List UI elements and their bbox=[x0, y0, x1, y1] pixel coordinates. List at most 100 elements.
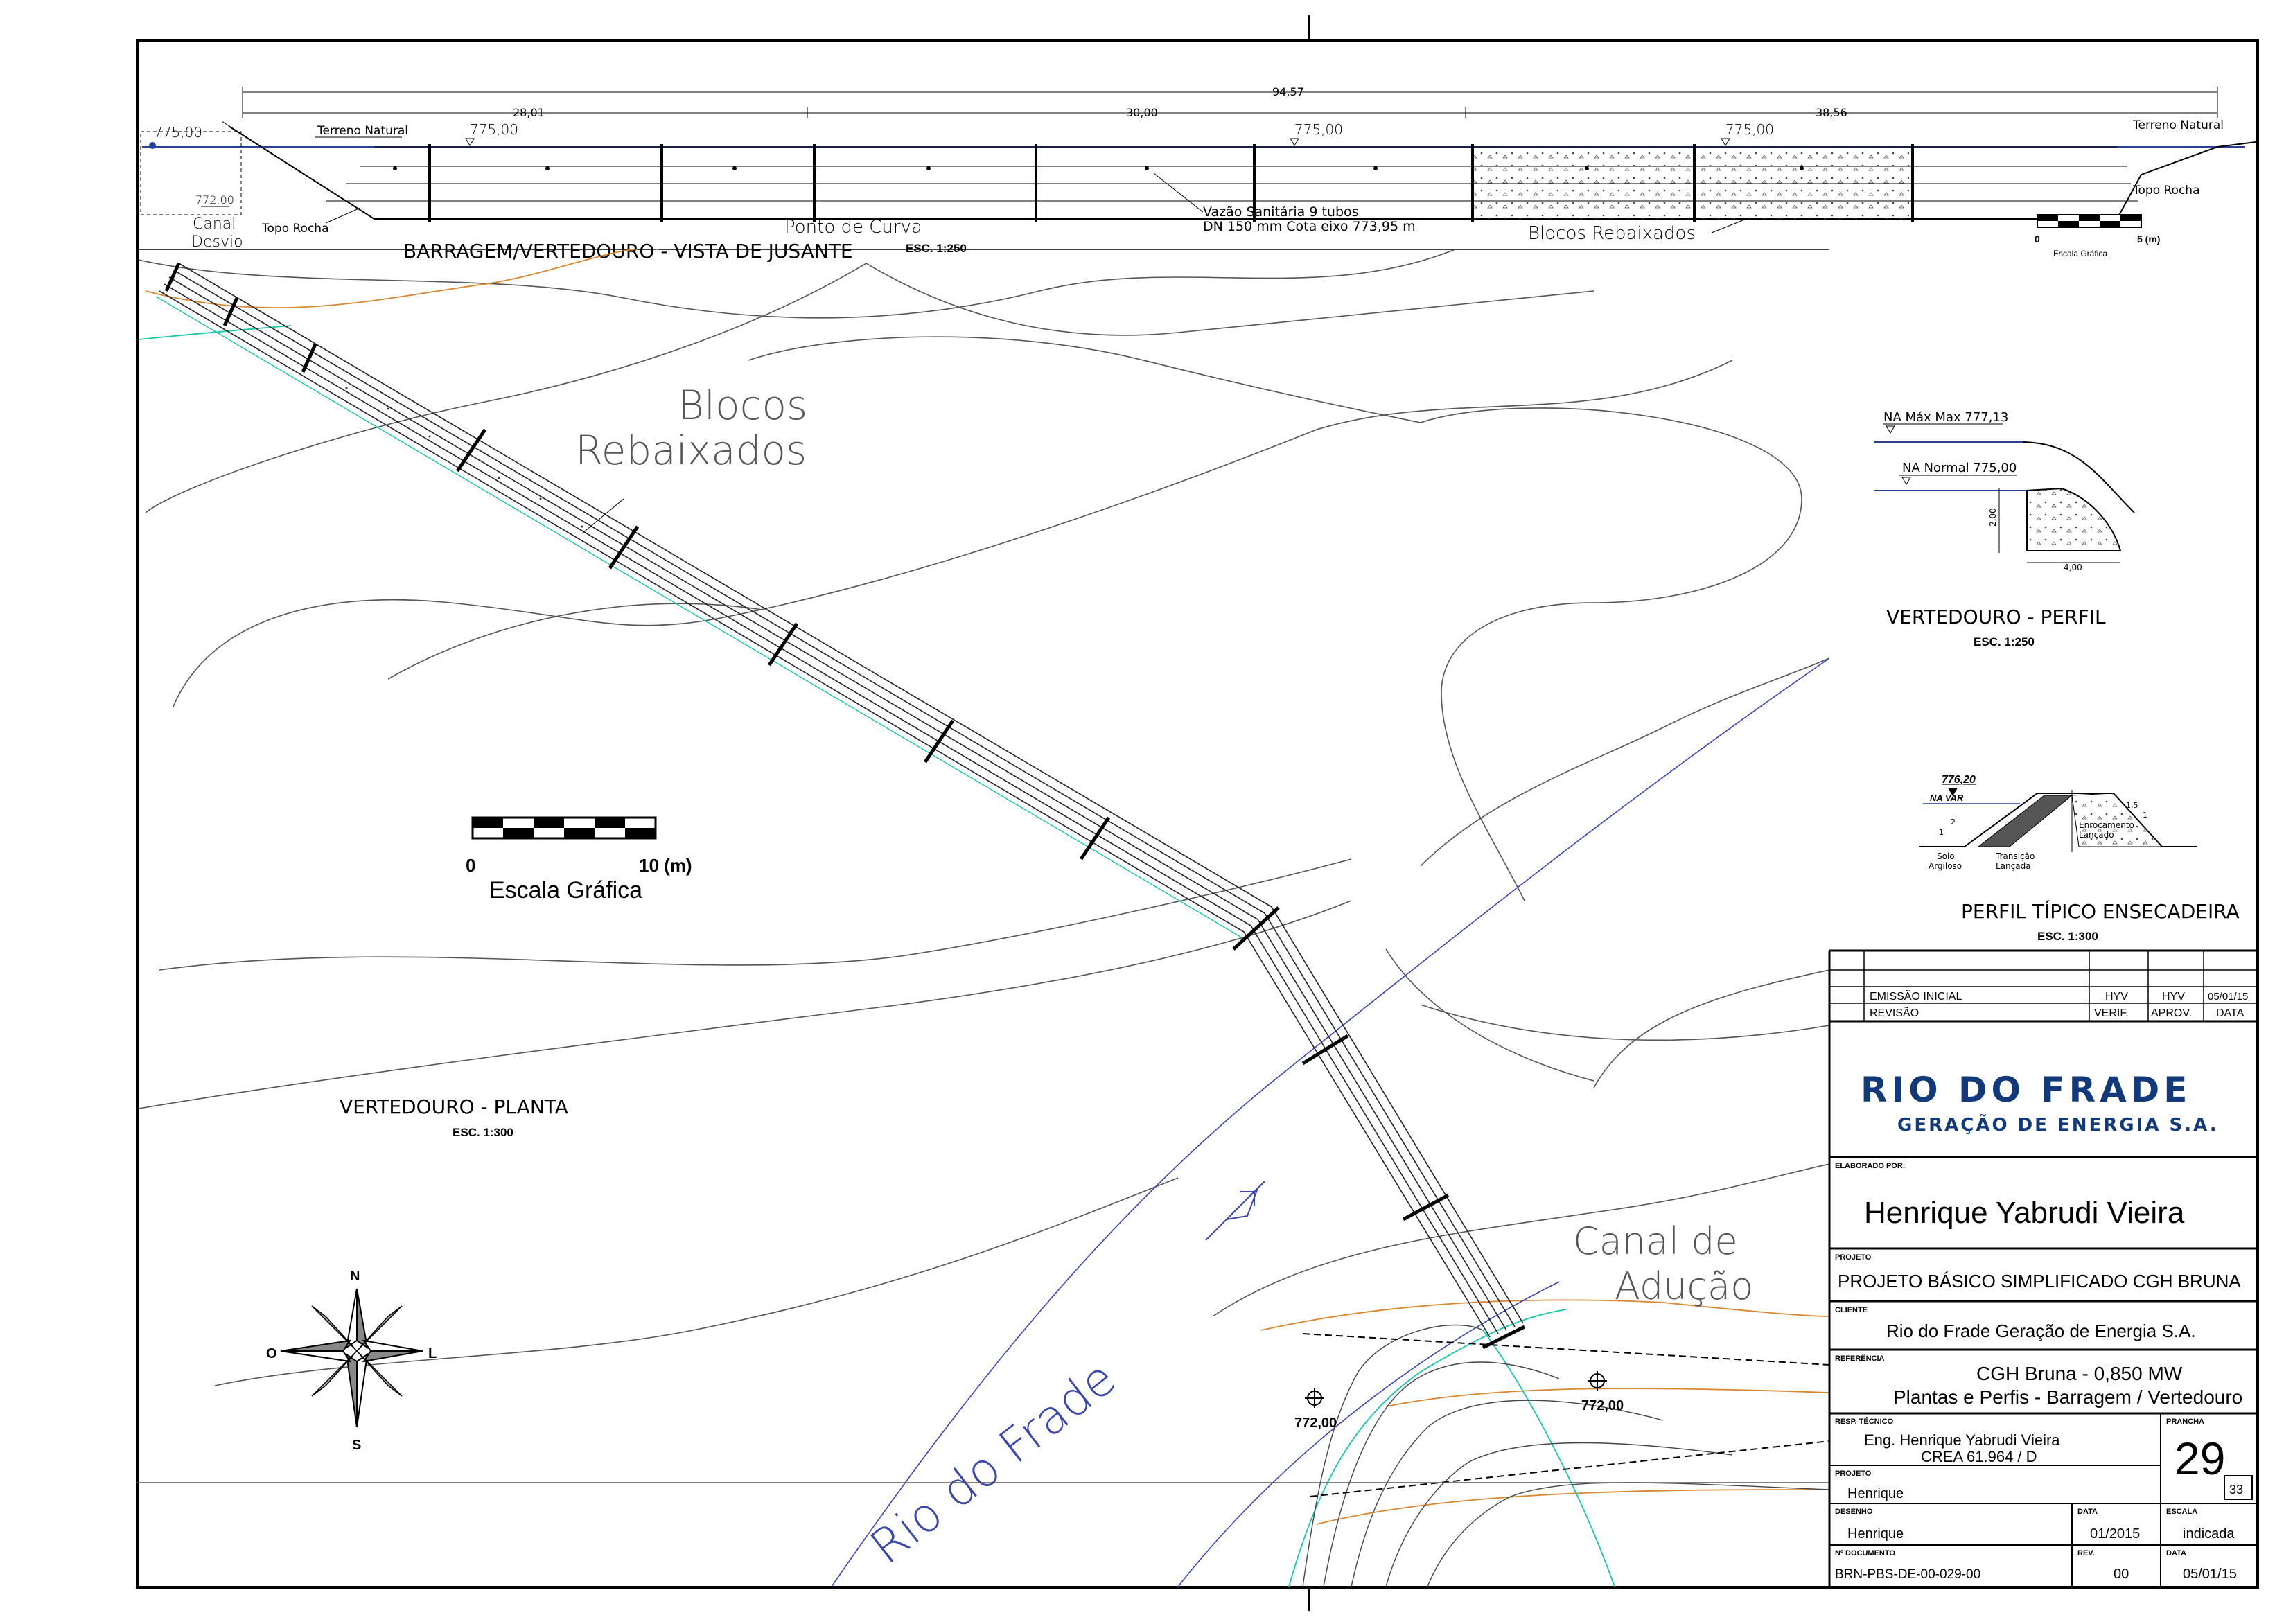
terreno-right: Terreno Natural bbox=[2132, 118, 2224, 132]
svg-text:29: 29 bbox=[2175, 1433, 2225, 1484]
plan-scale: ESC. 1:300 bbox=[453, 1126, 513, 1139]
spot-level-2: 772,00 bbox=[1581, 1371, 1624, 1413]
graphic-scale-plan: 0 10 (m) Escala Gráfica bbox=[466, 816, 692, 903]
dim-seg1: 28,01 bbox=[513, 106, 545, 119]
dim-seg2: 30,00 bbox=[1126, 106, 1158, 119]
brand-logo: RIO DO FRADE GERAÇÃO DE ENERGIA S.A. bbox=[1861, 1070, 2219, 1136]
elevation-title: BARRAGEM/VERTEDOURO - VISTA DE JUSANTE bbox=[403, 240, 853, 263]
svg-text:0: 0 bbox=[466, 855, 475, 876]
svg-text:DATA: DATA bbox=[2077, 1508, 2098, 1516]
svg-text:PRANCHA: PRANCHA bbox=[2166, 1418, 2204, 1426]
revision-table: EMISSÃO INICIAL HYV HYV 05/01/15 REVISÃO… bbox=[1828, 949, 2258, 1587]
svg-text:772,00: 772,00 bbox=[1294, 1415, 1337, 1431]
svg-text:VERTEDOURO - PERFIL: VERTEDOURO - PERFIL bbox=[1886, 606, 2106, 628]
svg-text:772,00: 772,00 bbox=[1581, 1398, 1624, 1413]
level-left: 775,00 bbox=[154, 124, 202, 141]
svg-text:05/01/15: 05/01/15 bbox=[2208, 991, 2248, 1003]
svg-text:Rio do Frade Geração de Energi: Rio do Frade Geração de Energia S.A. bbox=[1886, 1321, 2196, 1341]
svg-text:ESCALA: ESCALA bbox=[2166, 1508, 2197, 1516]
svg-text:DATA: DATA bbox=[2216, 1007, 2244, 1019]
svg-text:1: 1 bbox=[1939, 828, 1944, 837]
svg-text:APROV.: APROV. bbox=[2151, 1007, 2192, 1019]
svg-text:Transição: Transição bbox=[1995, 851, 2035, 861]
level-b: 775,00 bbox=[1294, 121, 1343, 138]
canal-plan-1: Canal de bbox=[1573, 1219, 1738, 1263]
svg-text:DATA: DATA bbox=[2166, 1549, 2186, 1557]
svg-text:NA VAR: NA VAR bbox=[1930, 793, 1964, 803]
ponto-curva: Ponto de Curva bbox=[784, 217, 922, 238]
svg-text:33: 33 bbox=[2229, 1483, 2243, 1497]
svg-text:REFERÊNCIA: REFERÊNCIA bbox=[1835, 1354, 1885, 1363]
svg-text:2: 2 bbox=[1951, 818, 1956, 827]
svg-text:01/2015: 01/2015 bbox=[2090, 1526, 2140, 1542]
svg-text:HYV: HYV bbox=[2162, 991, 2185, 1003]
svg-text:Escala Gráfica: Escala Gráfica bbox=[489, 877, 642, 903]
blocos-plan-1: Blocos bbox=[678, 382, 807, 429]
level-small: 772,00 bbox=[195, 193, 234, 206]
river-label: Rio do Frade bbox=[861, 1351, 1126, 1576]
svg-text:NA Máx Max 777,13: NA Máx Max 777,13 bbox=[1883, 410, 2008, 425]
svg-text:Henrique Yabrudi Vieira: Henrique Yabrudi Vieira bbox=[1864, 1196, 2185, 1230]
svg-text:N: N bbox=[350, 1269, 360, 1284]
graphic-scale-small: 0 5 (m) Escala Gráfica bbox=[2035, 214, 2160, 258]
plan-title: VERTEDOURO - PLANTA bbox=[340, 1095, 568, 1118]
svg-text:NA Normal 775,00: NA Normal 775,00 bbox=[1902, 461, 2017, 475]
svg-text:REV.: REV. bbox=[2077, 1549, 2095, 1557]
svg-text:1: 1 bbox=[2143, 811, 2147, 820]
svg-text:Nº DOCUMENTO: Nº DOCUMENTO bbox=[1835, 1549, 1895, 1557]
level-a: 775,00 bbox=[470, 121, 518, 138]
svg-text:0: 0 bbox=[2035, 233, 2040, 245]
svg-text:ESC. 1:250: ESC. 1:250 bbox=[1974, 635, 2035, 648]
svg-text:DESENHO: DESENHO bbox=[1835, 1508, 1873, 1516]
svg-text:Solo: Solo bbox=[1937, 851, 1955, 861]
svg-text:PROJETO: PROJETO bbox=[1835, 1253, 1872, 1262]
svg-text:O: O bbox=[266, 1346, 277, 1361]
svg-text:HYV: HYV bbox=[2105, 991, 2128, 1003]
level-c: 775,00 bbox=[1725, 121, 1774, 138]
svg-text:GERAÇÃO DE ENERGIA S.A.: GERAÇÃO DE ENERGIA S.A. bbox=[1897, 1113, 2219, 1136]
svg-text:Eng. Henrique Yabrudi Vieira: Eng. Henrique Yabrudi Vieira bbox=[1864, 1431, 2060, 1449]
blocos-label: Blocos Rebaixados bbox=[1528, 223, 1696, 244]
blocos-plan-2: Rebaixados bbox=[575, 427, 807, 474]
svg-text:CREA 61.964 / D: CREA 61.964 / D bbox=[1921, 1448, 2037, 1465]
svg-text:S: S bbox=[352, 1438, 361, 1453]
elevation-scale: ESC. 1:250 bbox=[906, 242, 967, 255]
spot-level-1: 772,00 bbox=[1294, 1388, 1337, 1431]
svg-text:10 (m): 10 (m) bbox=[639, 855, 692, 876]
svg-text:2,00: 2,00 bbox=[1988, 508, 1998, 527]
svg-text:Enrocamento: Enrocamento bbox=[2079, 820, 2134, 830]
svg-text:RESP. TÉCNICO: RESP. TÉCNICO bbox=[1835, 1417, 1894, 1426]
topo-left: Topo Rocha bbox=[261, 222, 328, 236]
compass-rose-icon: N S L O bbox=[266, 1269, 437, 1453]
title-block: ELABORADO POR: Henrique Yabrudi Vieira P… bbox=[1829, 1156, 2258, 1587]
vazao-label-2: DN 150 mm Cota eixo 773,95 m bbox=[1203, 219, 1416, 234]
svg-text:EMISSÃO INICIAL: EMISSÃO INICIAL bbox=[1870, 989, 1962, 1003]
svg-text:Lançado: Lançado bbox=[2079, 830, 2114, 840]
vertedouro-profile: NA Máx Max 777,13 NA Normal 775,00 2,00 … bbox=[1874, 410, 2135, 648]
svg-text:L: L bbox=[428, 1346, 437, 1361]
svg-text:1,5: 1,5 bbox=[2126, 801, 2138, 810]
svg-text:PROJETO: PROJETO bbox=[1835, 1469, 1872, 1478]
svg-text:REVISÃO: REVISÃO bbox=[1870, 1005, 1919, 1019]
dim-seg3: 38,56 bbox=[1816, 106, 1847, 119]
svg-text:Escala Gráfica: Escala Gráfica bbox=[2053, 249, 2107, 258]
svg-text:BRN-PBS-DE-00-029-00: BRN-PBS-DE-00-029-00 bbox=[1835, 1567, 1980, 1582]
svg-text:Henrique: Henrique bbox=[1847, 1526, 1904, 1542]
svg-text:05/01/15: 05/01/15 bbox=[2183, 1566, 2237, 1582]
svg-text:Argiloso: Argiloso bbox=[1929, 861, 1962, 871]
svg-text:00: 00 bbox=[2114, 1566, 2129, 1582]
elevation-view: 94,57 28,01 30,00 38,56 bbox=[137, 85, 2256, 263]
svg-text:CLIENTE: CLIENTE bbox=[1835, 1306, 1868, 1314]
svg-text:ESC. 1:300: ESC. 1:300 bbox=[2037, 930, 2098, 943]
canal-label-2: Desvio bbox=[191, 233, 243, 251]
svg-text:Lançada: Lançada bbox=[1996, 861, 2031, 871]
svg-text:5 (m): 5 (m) bbox=[2137, 233, 2160, 245]
svg-text:Plantas e Perfis - Barragem /: Plantas e Perfis - Barragem / Vertedouro bbox=[1893, 1386, 2242, 1408]
svg-text:776,20: 776,20 bbox=[1942, 774, 1976, 786]
svg-text:Henrique: Henrique bbox=[1847, 1486, 1904, 1501]
terreno-left: Terreno Natural bbox=[317, 124, 408, 138]
svg-text:CGH Bruna - 0,850 MW: CGH Bruna - 0,850 MW bbox=[1976, 1363, 2183, 1384]
svg-text:indicada: indicada bbox=[2183, 1526, 2235, 1542]
dim-total: 94,57 bbox=[1272, 85, 1304, 98]
